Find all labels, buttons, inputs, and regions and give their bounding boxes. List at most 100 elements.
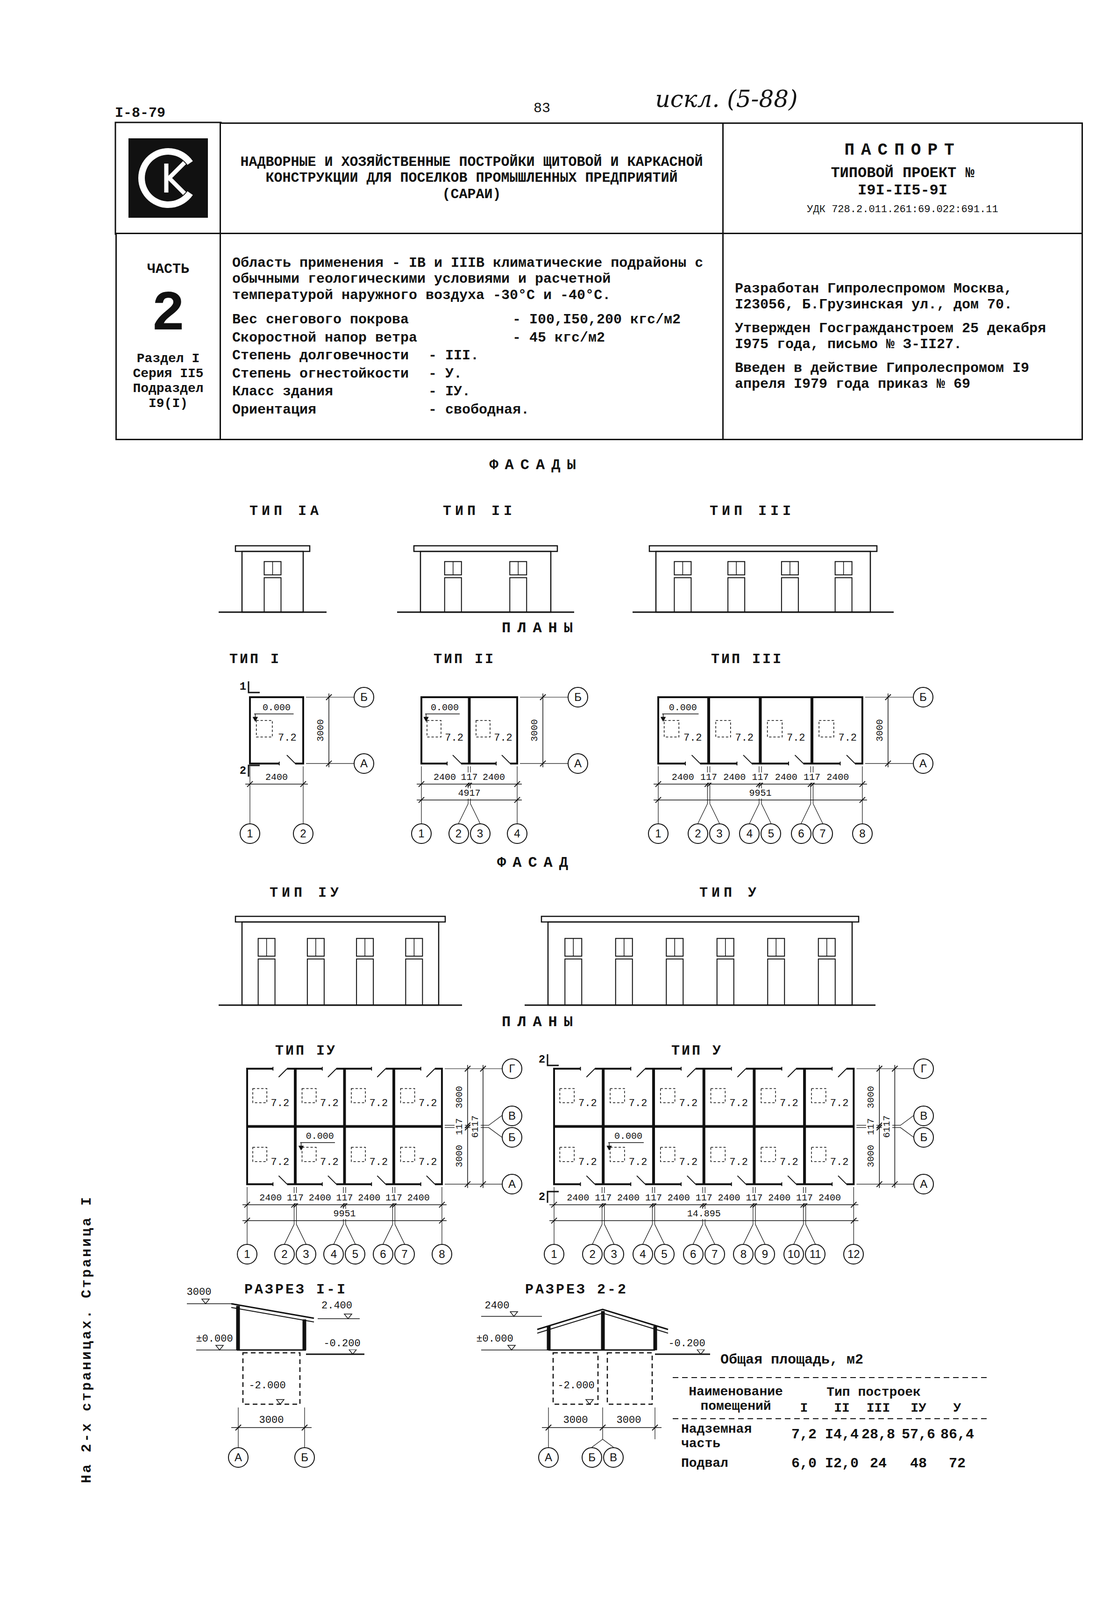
dimension-tick (480, 1181, 486, 1187)
room-area: 7.2 (444, 732, 464, 744)
axis-label: Б (360, 690, 368, 704)
cellar-hatch (664, 720, 680, 737)
level-line (425, 713, 460, 715)
level-mark: 0.000 (668, 702, 698, 713)
door-jamb (370, 1181, 372, 1186)
door-opening (832, 1182, 847, 1186)
dimension-tick (480, 1065, 486, 1072)
dimension: 2400 (717, 1192, 741, 1203)
dimension: 117 (803, 772, 821, 783)
axis-marker: А (353, 753, 375, 774)
extension-line (302, 766, 304, 804)
axis-label: А (919, 756, 927, 770)
dimension-tick (891, 1181, 898, 1187)
axis-label: 12 (847, 1247, 861, 1261)
extension-line (853, 1186, 854, 1224)
door (835, 577, 853, 612)
axis-leader (296, 1223, 306, 1244)
room-area: 7.2 (734, 732, 755, 744)
roof-slab (541, 916, 859, 922)
section-heading: РАЗРЕЗ 2-2 (524, 1281, 629, 1298)
door-jamb (680, 1181, 682, 1186)
extension-line (420, 766, 422, 804)
dimension-line (231, 1426, 312, 1428)
dimension-line (242, 1219, 447, 1221)
room-area: 7.2 (678, 1156, 699, 1168)
dimension: 3000 (562, 1414, 589, 1426)
door (717, 958, 734, 1005)
title-cell: НАДВОРНЫЕ И ХОЗЯЙСТВЕННЫЕ ПОСТРОЙКИ ЩИТО… (219, 122, 724, 235)
axis-marker: 2 (448, 823, 470, 844)
cellar-hatch (252, 1146, 267, 1161)
extension-line (553, 1186, 555, 1224)
axis-marker: Б (567, 686, 589, 708)
cellar-hatch (660, 1146, 676, 1161)
table-header: II (833, 1401, 851, 1416)
axis-marker: 5 (760, 823, 782, 844)
level-triangle (276, 1399, 285, 1404)
dimension-tick (655, 797, 662, 803)
axis-label: А (234, 1450, 242, 1464)
door (767, 958, 785, 1005)
axis-leader (812, 803, 823, 824)
axis-label: 4 (513, 826, 520, 840)
dimension: 117 (335, 1192, 354, 1203)
transom-window (615, 938, 633, 956)
axis-label: 4 (330, 1247, 337, 1261)
page-number: 83 (533, 100, 551, 117)
level-mark: 0.000 (262, 702, 292, 713)
axis-leader (709, 803, 719, 824)
axis-leader (805, 1223, 816, 1244)
level-triangle (344, 1313, 352, 1319)
part-cell: ЧАСТЬ2Раздел I Серия II5 Подраздел I9(I) (115, 232, 221, 441)
door-opening (279, 761, 296, 765)
extension-line (861, 766, 863, 804)
wall (655, 551, 871, 612)
door-jamb (839, 761, 841, 766)
table-header: III (866, 1401, 891, 1416)
axis-label: 6 (797, 826, 805, 840)
cellar-hatch (818, 720, 834, 737)
door (781, 577, 799, 612)
axis-marker: 2 (582, 1243, 603, 1265)
dimension: 9951 (332, 1208, 356, 1219)
door-leaf (787, 1175, 797, 1184)
axis-label: 3 (716, 826, 723, 840)
axis-label: 2 (694, 826, 701, 840)
axis-label: 5 (352, 1247, 359, 1261)
dimension: 4917 (457, 788, 482, 799)
room-area: 7.2 (369, 1097, 389, 1110)
level-triangle (510, 1311, 518, 1317)
door-leaf (737, 1175, 746, 1184)
roof (537, 1312, 669, 1333)
floor-line (236, 1349, 306, 1351)
axis-marker: 8 (431, 1243, 453, 1265)
extension-line (654, 1407, 655, 1439)
axis-marker: 7 (704, 1243, 726, 1265)
axis-leader (853, 1223, 854, 1244)
dimension: 9951 (748, 788, 772, 799)
cellar-hatch (610, 1088, 625, 1103)
level-line (300, 1142, 335, 1144)
room-area: 7.2 (418, 1156, 438, 1168)
axis-label: А (574, 756, 582, 770)
cellar-hatch (660, 1088, 676, 1103)
axis-marker: А (913, 1173, 934, 1195)
cellar-hatch (767, 720, 783, 737)
type-heading: ТИП III (710, 651, 784, 668)
door (818, 958, 836, 1005)
logo-cell (115, 122, 221, 235)
window-mullion (775, 938, 777, 956)
handwritten-note: искл. (5-88) (654, 86, 798, 113)
partition (759, 697, 762, 764)
level-triangle (348, 1349, 357, 1354)
axis-marker: В (603, 1446, 624, 1468)
dimension-tick (464, 1065, 471, 1072)
axis-leader (519, 762, 568, 764)
parameter-name: Вес снегового покрова (232, 311, 513, 328)
dimension-tick (652, 1424, 658, 1431)
axis-label: А (360, 756, 368, 770)
outer-wall (658, 697, 863, 764)
dimension: 2400 (818, 1192, 842, 1203)
parameter-value: - 45 кгс/м2 (512, 329, 605, 347)
